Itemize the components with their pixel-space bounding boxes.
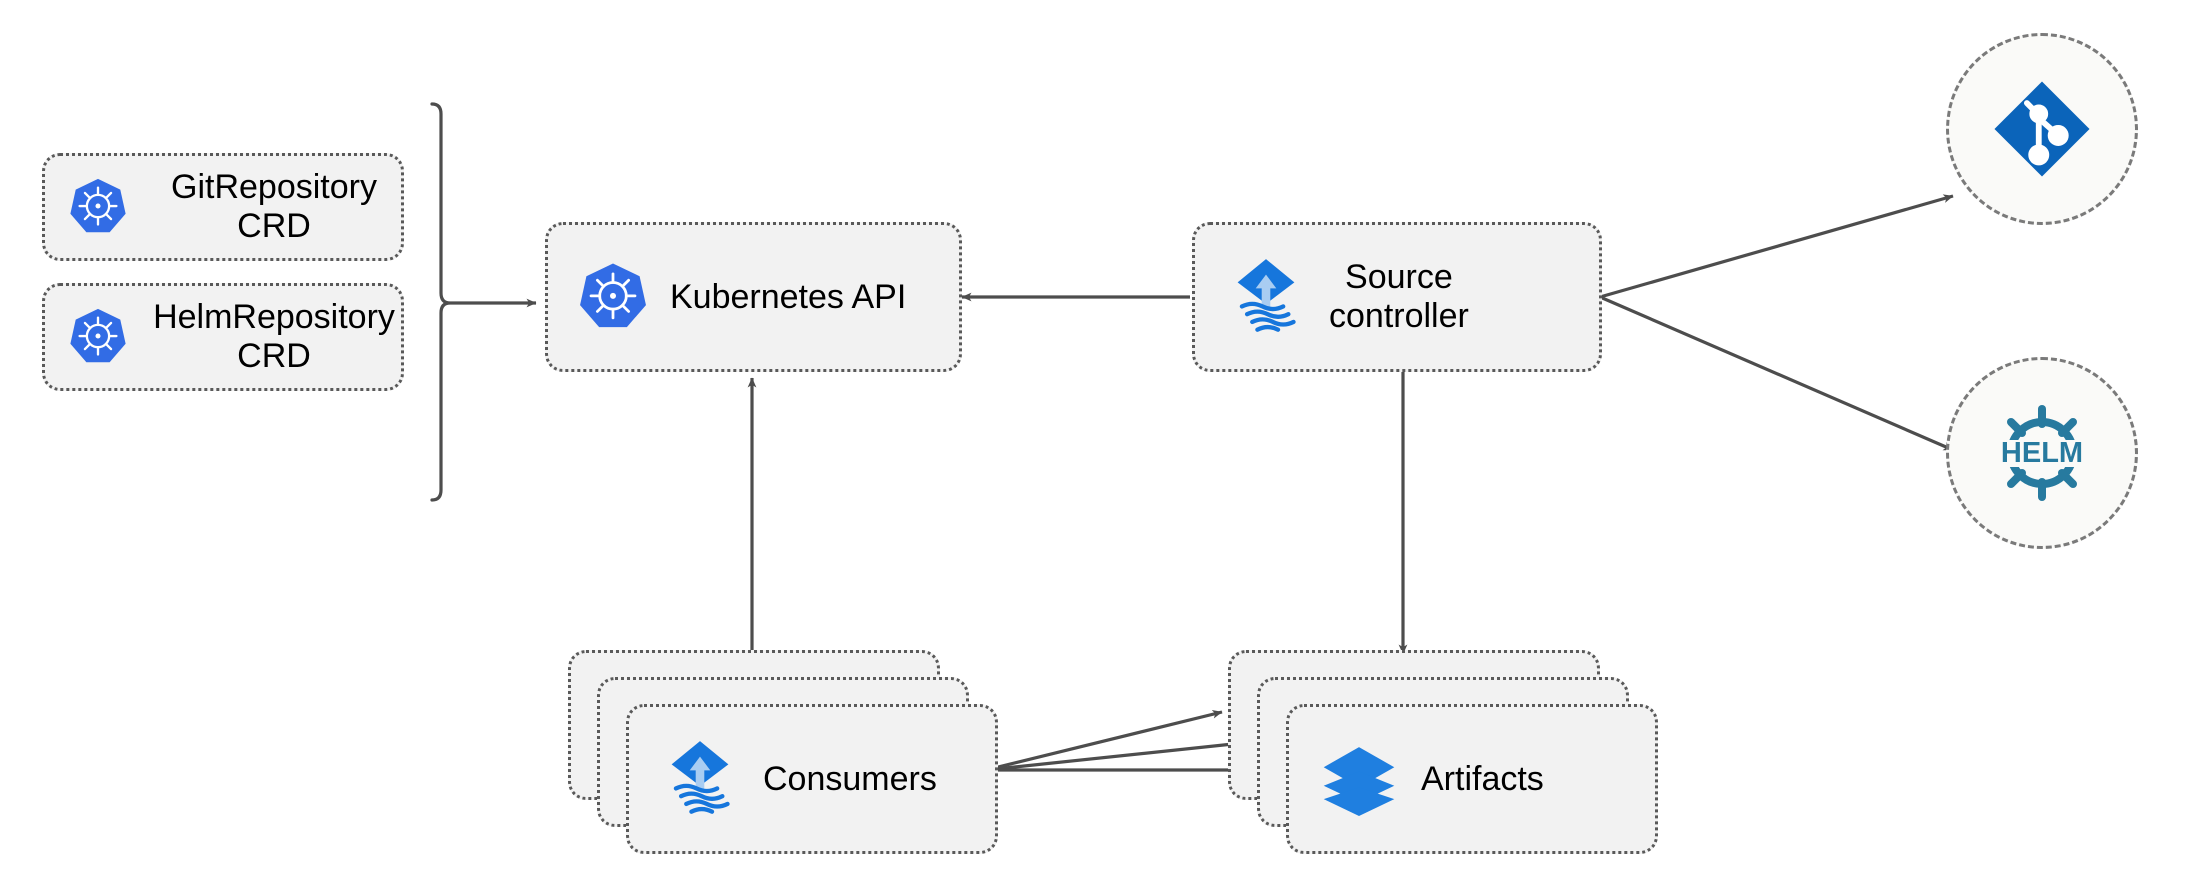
flux-icon	[657, 736, 743, 822]
edge-consumers-to-artifacts-1	[985, 709, 1223, 772]
kubernetes-icon	[576, 260, 650, 334]
node-label: Source controller	[1329, 258, 1469, 335]
crd-bracket	[430, 102, 537, 502]
node-helm-repository-crd[interactable]: HelmRepository CRD	[42, 283, 404, 391]
helm-icon: HELM	[1982, 393, 2102, 513]
node-kubernetes-api[interactable]: Kubernetes API	[545, 222, 962, 372]
kubernetes-icon	[67, 176, 129, 238]
node-artifacts-stack: Artifacts	[1228, 650, 1658, 862]
node-artifacts[interactable]: Artifacts	[1286, 704, 1658, 854]
node-label: Artifacts	[1421, 759, 1544, 798]
helm-wordmark: HELM	[2001, 437, 2083, 469]
git-icon	[1988, 75, 2096, 183]
node-label: Kubernetes API	[670, 277, 907, 316]
flux-icon	[1223, 254, 1309, 340]
node-label: Consumers	[763, 759, 937, 798]
kubernetes-icon	[67, 306, 129, 368]
node-label: HelmRepository CRD	[153, 298, 395, 375]
node-git-repository-crd[interactable]: GitRepository CRD	[42, 153, 404, 261]
node-label: GitRepository CRD	[171, 168, 377, 245]
node-consumers-stack: Consumers	[568, 650, 998, 862]
node-helm[interactable]: HELM	[1946, 357, 2138, 549]
edge-source-to-git	[1599, 194, 1954, 299]
layers-icon	[1317, 737, 1401, 821]
edge-consumers-to-artifacts-2	[985, 738, 1253, 772]
node-source-controller[interactable]: Source controller	[1192, 222, 1602, 372]
edge-source-to-helm	[1599, 295, 1954, 452]
node-consumers[interactable]: Consumers	[626, 704, 998, 854]
node-git[interactable]	[1946, 33, 2138, 225]
